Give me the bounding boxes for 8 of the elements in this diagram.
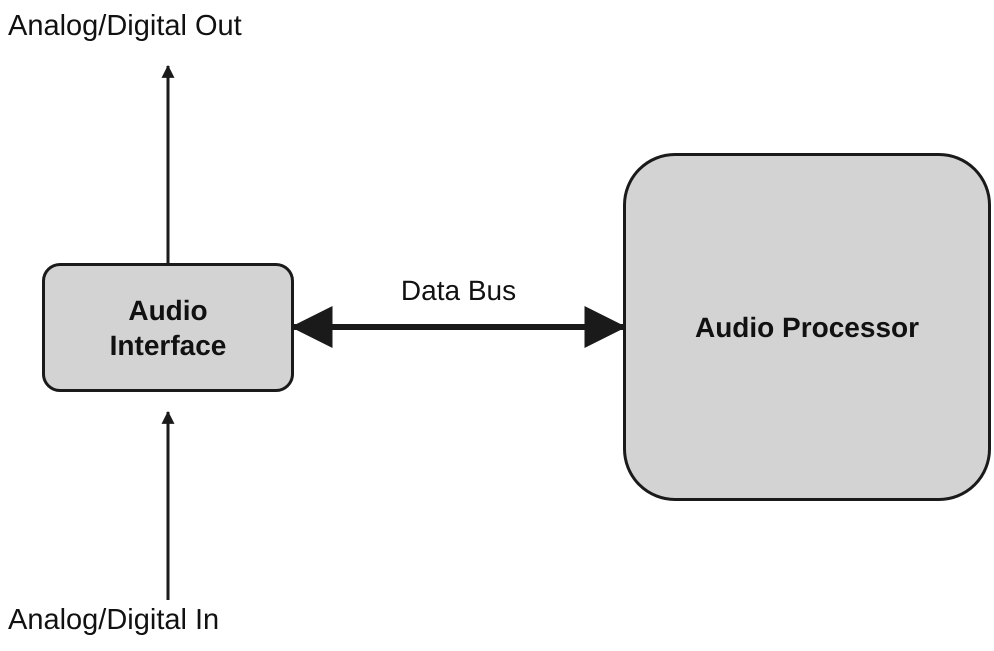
io-label: Analog/Digital In xyxy=(8,604,220,636)
arrow xyxy=(162,64,174,263)
rounded-block xyxy=(42,263,294,392)
arrow xyxy=(162,410,174,600)
io-label: Analog/Digital Out xyxy=(8,10,242,42)
block-title: Audio Interface xyxy=(108,294,228,362)
rounded-block xyxy=(623,153,991,501)
block-title: Audio Processor xyxy=(694,310,920,344)
